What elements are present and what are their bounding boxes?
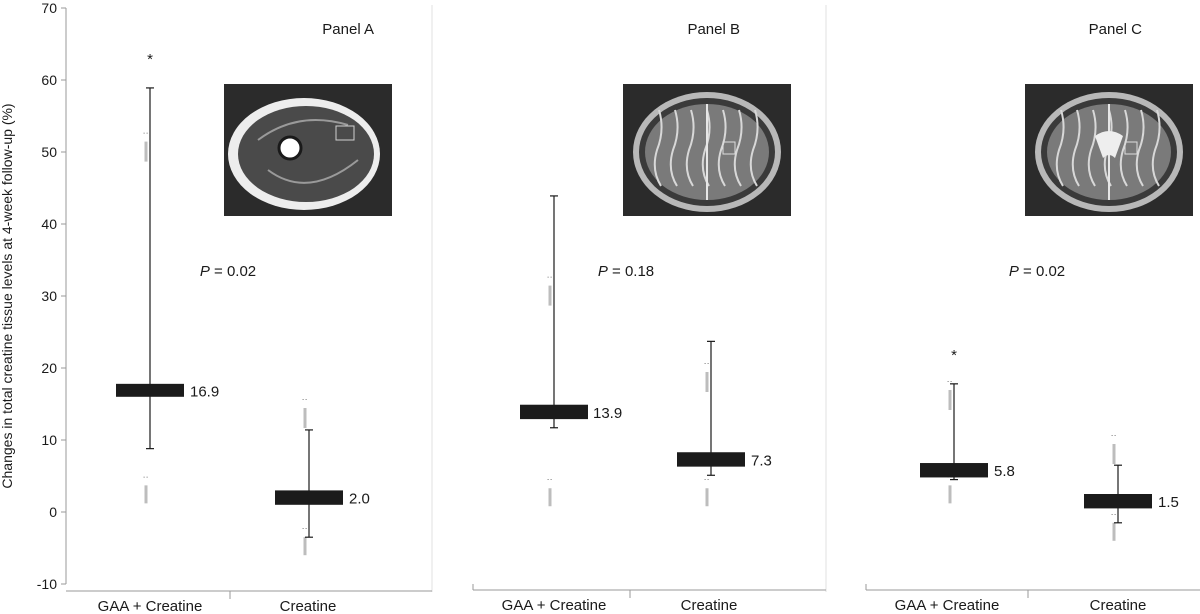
median-value-label: 1.5 — [1158, 494, 1179, 511]
p-value: = 0.18 — [608, 263, 654, 280]
box-creatine: ˙˙ ˙˙ 1.5 — [1084, 434, 1179, 541]
box-creatine: ˙˙ ˙˙ 2.0 — [275, 398, 370, 556]
sulci — [1071, 109, 1081, 187]
panel-title: Panel A — [322, 21, 374, 38]
y-axis-label: Changes in total creatine tissue levels … — [0, 103, 15, 488]
femur-bone — [277, 135, 303, 161]
muscle-fascia — [257, 119, 349, 141]
y-tick-label: 10 — [41, 432, 57, 448]
panel-title: Panel B — [687, 21, 740, 38]
lower-outlier-dots: ˙˙ — [547, 478, 553, 488]
box-gaa-creatine: ˙˙ ˙˙ 5.8 * — [920, 347, 1015, 504]
iqr-box — [677, 452, 745, 467]
roi-box — [335, 125, 355, 141]
iqr-box — [116, 383, 184, 397]
iqr-box — [520, 404, 588, 420]
panel-title: Panel C — [1089, 21, 1143, 38]
lower-outlier-dots: ˙˙ — [302, 527, 308, 537]
sulci — [1151, 109, 1161, 187]
y-tick-label: 0 — [49, 504, 57, 520]
mri-inset-image — [224, 84, 392, 216]
lower-outlier-dots: ˙˙ — [947, 475, 953, 485]
y-tick-label: 40 — [41, 216, 57, 232]
median-value-label: 13.9 — [593, 405, 622, 422]
p-value: = 0.02 — [1019, 263, 1065, 280]
y-tick-label: 20 — [41, 360, 57, 376]
category-label: GAA + Creatine — [98, 598, 203, 614]
upper-outlier-dots: ˙˙ — [302, 398, 308, 408]
significance-star: * — [147, 51, 153, 68]
ventricles — [1095, 131, 1123, 158]
p-symbol: P — [200, 263, 210, 280]
sulci — [669, 109, 679, 187]
upper-outlier-dots: ˙˙ — [1111, 434, 1117, 444]
roi-box — [722, 141, 736, 155]
y-tick-label: 70 — [41, 0, 57, 16]
p-value: = 0.02 — [210, 263, 256, 280]
sulci — [685, 109, 695, 187]
category-label: Creatine — [1090, 597, 1147, 614]
sulci — [749, 109, 759, 187]
y-tick-label: 60 — [41, 72, 57, 88]
roi-box — [1124, 141, 1138, 155]
y-tick-label: 30 — [41, 288, 57, 304]
category-label: Creatine — [280, 598, 337, 614]
upper-outlier-dots: ˙˙ — [143, 132, 149, 142]
category-label: GAA + Creatine — [502, 597, 607, 614]
lower-outlier-dots: ˙˙ — [1111, 513, 1117, 523]
sulci — [1119, 109, 1129, 187]
mri-inset-image — [1025, 84, 1193, 216]
upper-outlier-dots: ˙˙ — [947, 380, 953, 390]
iqr-box — [920, 463, 988, 478]
sulci — [1055, 109, 1065, 187]
box-gaa-creatine: ˙˙ ˙˙ 13.9 — [520, 195, 622, 507]
sulci — [1135, 109, 1145, 187]
category-label: GAA + Creatine — [895, 597, 1000, 614]
upper-outlier-dots: ˙˙ — [704, 362, 710, 372]
y-axis: -10 0 10 20 30 40 50 60 70 — [37, 0, 67, 592]
y-tick-label: 50 — [41, 144, 57, 160]
p-value-label: P = 0.02 — [200, 263, 256, 280]
sulci — [701, 109, 711, 187]
lower-outlier-dots: ˙˙ — [704, 478, 710, 488]
category-label: Creatine — [681, 597, 738, 614]
lower-outlier-dots: ˙˙ — [143, 475, 149, 485]
sulci — [653, 109, 663, 187]
box-creatine: ˙˙ ˙˙ 7.3 — [677, 340, 772, 507]
p-symbol: P — [598, 263, 608, 280]
median-value-label: 5.8 — [994, 463, 1015, 480]
iqr-box — [1084, 494, 1152, 509]
sulci — [717, 109, 727, 187]
box-gaa-creatine: ˙˙ ˙˙ 16.9 * — [116, 51, 219, 504]
median-value-label: 7.3 — [751, 452, 772, 469]
sulci — [1087, 109, 1097, 187]
p-symbol: P — [1009, 263, 1019, 280]
significance-star: * — [951, 347, 957, 364]
sulci — [733, 109, 743, 187]
iqr-box — [275, 490, 343, 505]
upper-outlier-dots: ˙˙ — [547, 276, 553, 286]
median-value-label: 2.0 — [349, 491, 370, 508]
mri-inset-image — [623, 84, 791, 216]
p-value-label: P = 0.18 — [598, 263, 654, 280]
muscle-fascia — [267, 159, 359, 184]
y-tick-label: -10 — [37, 576, 57, 592]
median-value-label: 16.9 — [190, 383, 219, 400]
p-value-label: P = 0.02 — [1009, 263, 1065, 280]
